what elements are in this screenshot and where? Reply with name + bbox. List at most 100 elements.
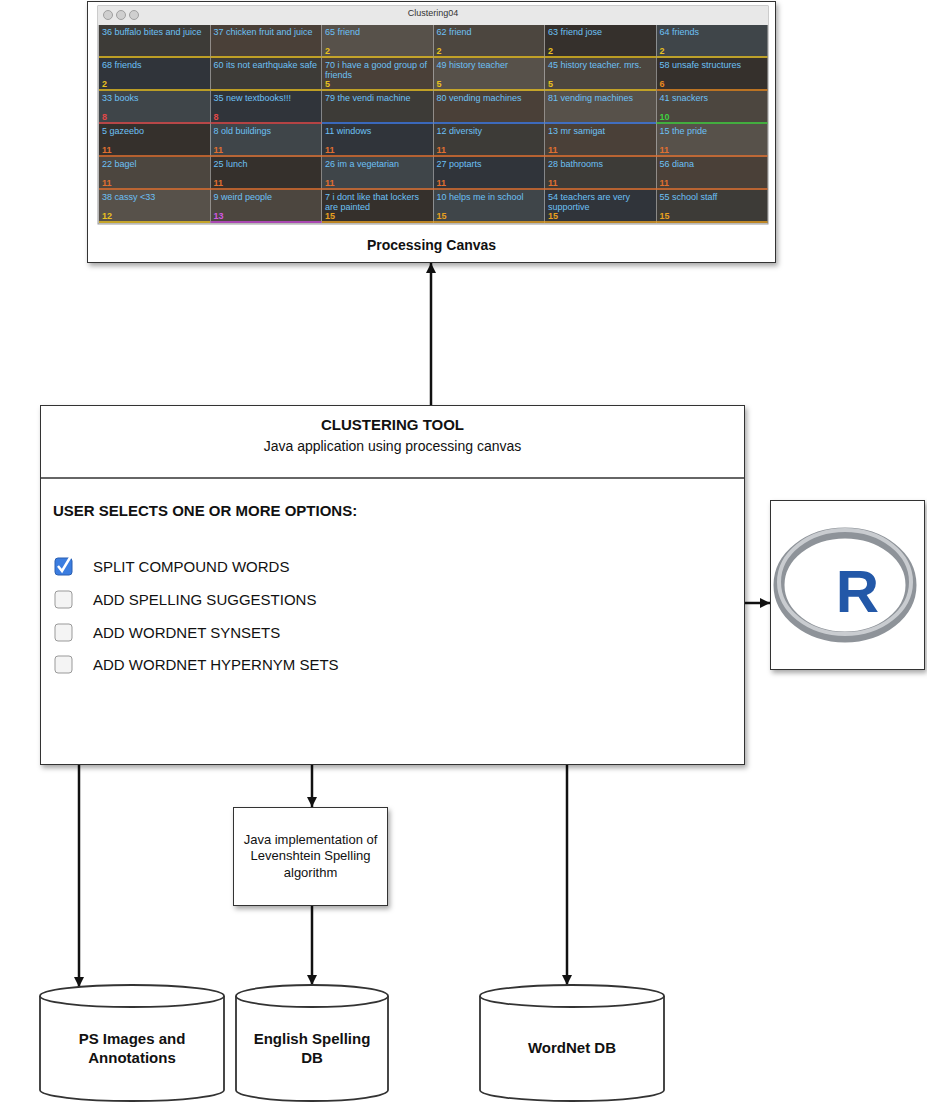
cluster-underline xyxy=(434,122,545,124)
cluster-underline xyxy=(657,89,768,91)
photo-thumbnail xyxy=(657,157,768,190)
thumbnail-caption: 64 friends xyxy=(660,27,765,37)
cluster-underline xyxy=(434,89,545,91)
cluster-number: 11 xyxy=(214,146,224,155)
cluster-number: 2 xyxy=(437,47,442,56)
photo-thumbnail xyxy=(545,25,656,58)
checkbox xyxy=(55,624,72,641)
cluster-number: 11 xyxy=(214,179,224,188)
window-button xyxy=(104,11,113,20)
thumbnail-caption: 68 friends xyxy=(102,60,207,70)
thumbnail-caption: 62 friend xyxy=(437,27,542,37)
cluster-underline xyxy=(322,56,433,58)
checkbox xyxy=(55,591,72,608)
window-button xyxy=(130,11,139,20)
cluster-number: 8 xyxy=(102,113,107,122)
cluster-underline xyxy=(99,56,210,58)
photo-thumbnail xyxy=(545,58,656,91)
cluster-underline xyxy=(545,89,656,91)
photo-thumbnail xyxy=(211,190,322,223)
cylinder-body xyxy=(236,996,388,1101)
database-label: English Spelling DB xyxy=(242,1030,382,1068)
photo-thumbnail xyxy=(322,58,433,91)
photo-thumbnail xyxy=(657,124,768,157)
thumbnail-caption: 5 gazeebo xyxy=(102,126,207,136)
photo-thumbnail xyxy=(434,190,545,223)
cluster-number: 11 xyxy=(102,146,112,155)
thumbnail-caption: 22 bagel xyxy=(102,159,207,169)
thumbnail-caption: 9 weird people xyxy=(214,192,319,202)
cluster-underline xyxy=(99,122,210,124)
photo-thumbnail xyxy=(99,124,210,157)
cluster-number: 11 xyxy=(660,146,670,155)
window-title: Clustering04 xyxy=(98,8,768,19)
thumbnail-caption: 54 teachers are very supportive xyxy=(548,192,653,212)
process-box: Java implementation of Levenshtein Spell… xyxy=(233,807,388,906)
cluster-underline xyxy=(657,56,768,58)
thumbnail-caption: 63 friend jose xyxy=(548,27,653,37)
r-logo-letter: R xyxy=(791,562,924,622)
cluster-number: 11 xyxy=(548,179,558,188)
cluster-underline xyxy=(99,89,210,91)
cluster-underline xyxy=(99,188,768,190)
photo-thumbnail xyxy=(657,58,768,91)
thumbnail-caption: 70 i have a good group of friends xyxy=(325,60,430,80)
thumbnail-caption: 28 bathrooms xyxy=(548,159,653,169)
tool-box: CLUSTERING TOOLJava application using pr… xyxy=(40,405,745,765)
cluster-number: 8 xyxy=(214,113,219,122)
process-label: Java implementation of Levenshtein Spell… xyxy=(240,832,381,881)
cluster-number: 6 xyxy=(660,80,665,89)
thumbnail-caption: 35 new textbooks!!! xyxy=(214,93,319,103)
section-heading: USER SELECTS ONE OR MORE OPTIONS: xyxy=(53,502,357,520)
cluster-number: 5 xyxy=(548,80,553,89)
thumbnail-caption: 33 books xyxy=(102,93,207,103)
thumbnail-caption: 37 chicken fruit and juice xyxy=(214,27,319,37)
photo-thumbnail xyxy=(211,157,322,190)
database-label: WordNet DB xyxy=(528,1039,616,1058)
thumbnail-caption: 15 the pride xyxy=(660,126,765,136)
cluster-underline xyxy=(211,89,322,91)
photo-thumbnail xyxy=(322,124,433,157)
thumbnail-caption: 79 the vendi machine xyxy=(325,93,430,103)
thumbnail-caption: 25 lunch xyxy=(214,159,319,169)
cluster-underline xyxy=(322,89,433,91)
thumbnail-caption: 8 old buildings xyxy=(214,126,319,136)
option-label: ADD SPELLING SUGGESTIONS xyxy=(93,591,316,609)
connector-arrow xyxy=(745,602,770,605)
photo-thumbnail xyxy=(322,25,433,58)
thumbnail-caption: 81 vending machines xyxy=(548,93,653,103)
photo-thumbnail xyxy=(99,190,210,223)
cluster-underline xyxy=(545,122,656,124)
photo-thumbnail xyxy=(545,91,656,124)
photo-thumbnail xyxy=(99,25,210,58)
connector-arrow xyxy=(78,765,81,987)
thumbnail-caption: 27 poptarts xyxy=(437,159,542,169)
thumbnail-caption: 26 im a vegetarian xyxy=(325,159,430,169)
cluster-number: 5 xyxy=(325,80,330,89)
cluster-number: 2 xyxy=(660,47,665,56)
thumbnail-caption: 36 buffalo bites and juice xyxy=(102,27,207,37)
text-area: WordNet DB xyxy=(486,1009,658,1088)
thumbnail-caption: 58 unsafe structures xyxy=(660,60,765,70)
cluster-number: 15 xyxy=(660,212,670,221)
photo-thumbnail xyxy=(545,124,656,157)
thumbnail-caption: 45 history teacher. mrs. xyxy=(548,60,653,70)
thumbnail-caption: 41 snackers xyxy=(660,93,765,103)
text-area: PS Images and Annotations xyxy=(46,1009,218,1088)
thumbnail-caption: 65 friend xyxy=(325,27,430,37)
cylinder-top xyxy=(480,985,664,1007)
cluster-underline xyxy=(211,56,322,58)
cylinder-top xyxy=(40,985,224,1007)
cluster-number: 11 xyxy=(102,179,112,188)
photo-thumbnail xyxy=(322,157,433,190)
photo-thumbnail xyxy=(545,190,656,223)
cylinder-top xyxy=(236,985,388,1007)
section-divider xyxy=(41,477,744,479)
photo-thumbnail xyxy=(434,124,545,157)
checkmark xyxy=(58,556,71,571)
cluster-number: 11 xyxy=(325,146,335,155)
cluster-underline xyxy=(657,122,768,124)
cluster-number: 2 xyxy=(102,80,107,89)
photo-thumbnail xyxy=(99,58,210,91)
